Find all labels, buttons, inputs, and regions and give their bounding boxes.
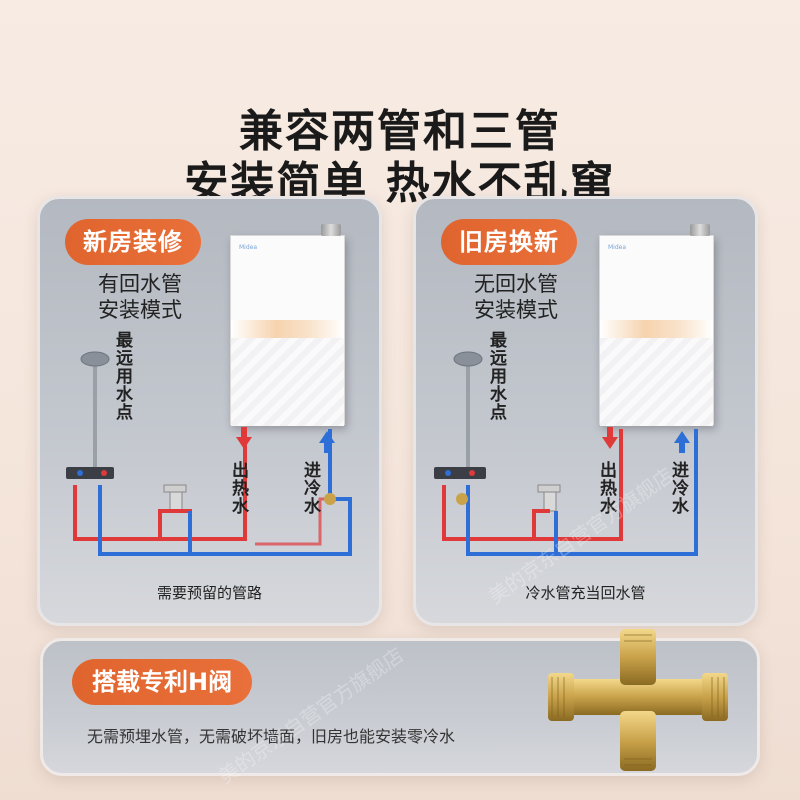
cold-in-arrow-icon <box>319 431 335 453</box>
water-heater: Midea <box>599 224 714 426</box>
shower-icon <box>66 351 114 479</box>
water-heater: Midea <box>230 224 345 426</box>
h-valve-description: 无需预埋水管，无需破坏墙面，旧房也能安装零冷水 <box>87 727 456 746</box>
faucet-icon <box>537 484 561 512</box>
panel-caption: 冷水管充当回水管 <box>525 584 646 602</box>
hot-water-out-label: 出热水 <box>228 461 248 515</box>
h-valve-card: 搭载专利H阀 无需预埋水管，无需破坏墙面，旧房也能安装零冷水 <box>40 629 760 776</box>
heater-light-stripe <box>231 320 344 338</box>
panel-caption: 需要预留的管路 <box>156 584 262 602</box>
h-valve-mini-icon <box>456 493 468 505</box>
flue-pipe <box>321 224 341 236</box>
old-house-panel: 旧房换新 无回水管 安装模式 最远用水点 Midea 出热水 进冷水 冷水管充当 <box>413 196 758 626</box>
install-mode-label: 无回水管 安装模式 <box>456 271 576 323</box>
cold-water-in-label: 进冷水 <box>300 461 320 515</box>
new-house-panel: 新房装修 有回水管 安装模式 最远用水点 Midea <box>37 196 382 626</box>
install-mode-label: 有回水管 安装模式 <box>80 271 200 323</box>
mode-line-1: 有回水管 <box>98 272 182 296</box>
mode-line-2: 安装模式 <box>474 298 558 322</box>
heater-light-stripe <box>600 320 713 338</box>
new-house-tag: 新房装修 <box>65 219 201 265</box>
h-valve-mini-icon <box>324 493 336 505</box>
flue-pipe <box>690 224 710 236</box>
mode-line-2: 安装模式 <box>98 298 182 322</box>
h-valve-tag: 搭载专利H阀 <box>72 659 253 705</box>
brand-logo: Midea <box>239 244 258 251</box>
cold-in-arrow-icon <box>674 431 690 453</box>
heater-front-panel <box>600 338 713 426</box>
brass-h-valve-icon <box>548 629 728 771</box>
hot-out-arrow-icon <box>236 427 252 449</box>
faucet-icon <box>163 484 187 512</box>
shower-icon <box>434 351 486 479</box>
far-water-point-label: 最远用水点 <box>112 331 132 421</box>
pipe-diagram <box>66 351 352 556</box>
brand-logo: Midea <box>608 244 627 251</box>
mode-line-1: 无回水管 <box>474 272 558 296</box>
heater-front-panel <box>231 338 344 426</box>
pipe-diagram <box>434 351 698 556</box>
cold-water-in-label: 进冷水 <box>668 461 688 515</box>
far-water-point-label: 最远用水点 <box>486 331 506 421</box>
old-house-tag: 旧房换新 <box>441 219 577 265</box>
headline-line-1: 兼容两管和三管 <box>239 106 561 157</box>
hot-water-out-label: 出热水 <box>596 461 616 515</box>
hot-out-arrow-icon <box>602 427 618 449</box>
